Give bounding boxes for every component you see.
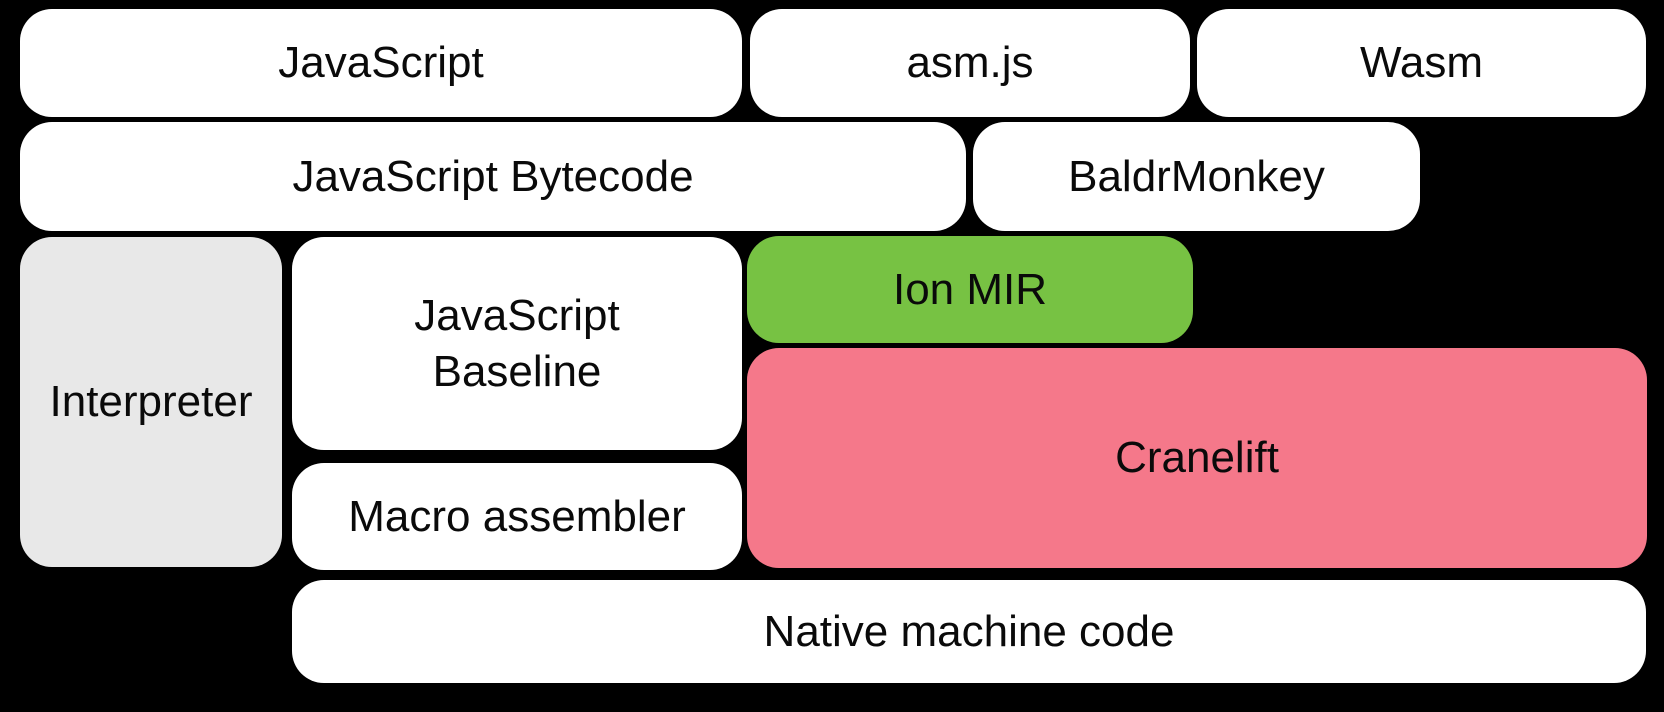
node-javascript-baseline: JavaScript Baseline bbox=[292, 237, 742, 450]
node-cranelift: Cranelift bbox=[747, 348, 1647, 568]
node-native-machine-code: Native machine code bbox=[292, 580, 1646, 683]
node-interpreter: Interpreter bbox=[20, 237, 282, 567]
node-javascript-bytecode: JavaScript Bytecode bbox=[20, 122, 966, 231]
node-ion-mir: Ion MIR bbox=[747, 236, 1193, 343]
node-macro-assembler: Macro assembler bbox=[292, 463, 742, 570]
node-javascript: JavaScript bbox=[20, 9, 742, 117]
node-baldrmonkey: BaldrMonkey bbox=[973, 122, 1420, 231]
node-asmjs: asm.js bbox=[750, 9, 1190, 117]
node-wasm: Wasm bbox=[1197, 9, 1646, 117]
